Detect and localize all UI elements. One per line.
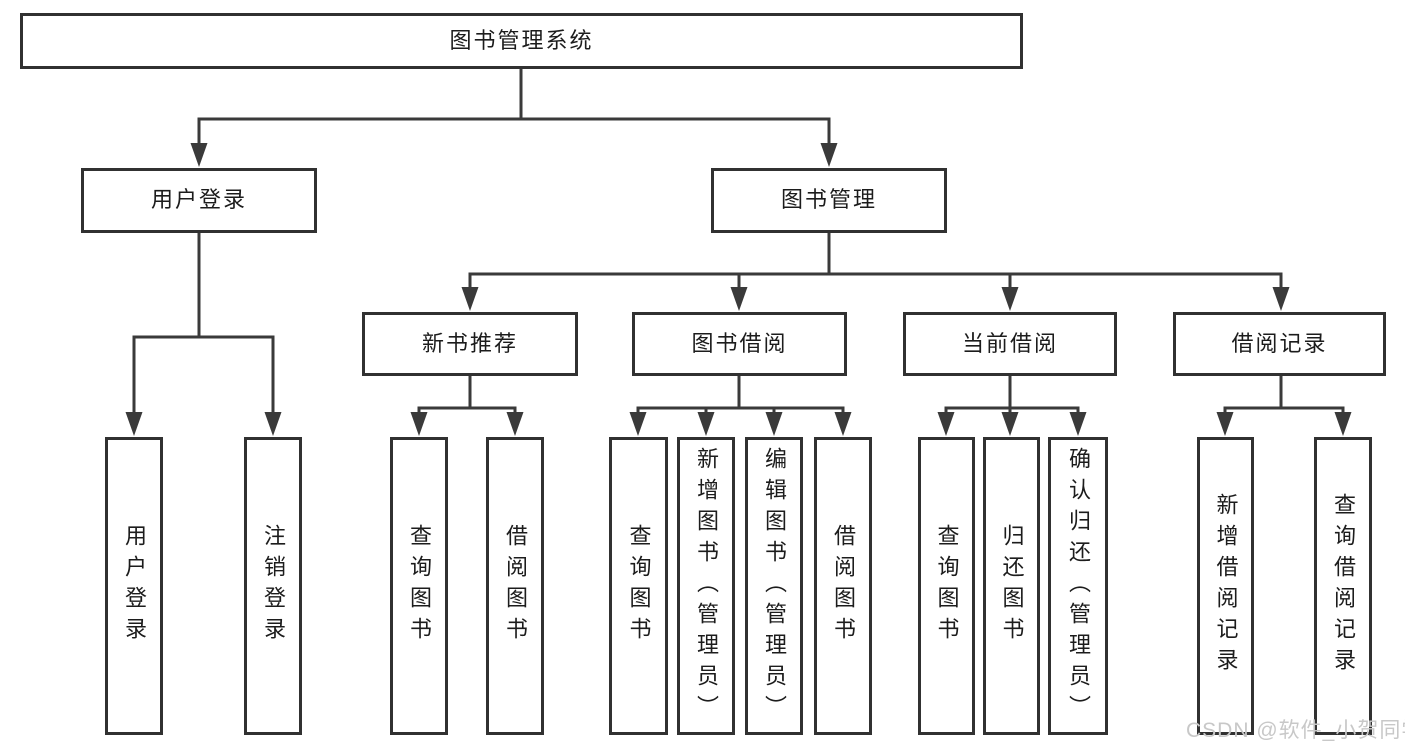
leaf-query-borrow-record-label: 查询借阅记录 [1331,493,1356,679]
connector-root-to-level2 [197,69,831,147]
node-user-login: 用户登录 [81,168,317,233]
node-root-label: 图书管理系统 [449,27,594,53]
node-new-book-recommend-label: 新书推荐 [421,330,518,356]
leaf-add-borrow-record: 新增借阅记录 [1197,437,1254,735]
leaf-borrow-books-recommend: 借阅图书 [486,437,544,735]
leaf-borrow-books-label: 借阅图书 [831,524,856,648]
node-current-borrow-label: 当前借阅 [961,330,1058,356]
arrowhead [629,412,647,436]
arrowhead [1069,412,1087,436]
leaf-query-books-current: 查询图书 [918,437,975,735]
leaf-add-book-admin-label: 新增图书（管理员） [694,446,719,726]
arrowhead [461,287,479,311]
leaf-query-books-borrow-label: 查询图书 [626,524,652,648]
leaf-return-book: 归还图书 [983,437,1040,735]
arrowhead [834,412,852,436]
node-borrow-records: 借阅记录 [1173,312,1386,376]
arrowhead [506,412,524,436]
leaf-edit-book-admin-label: 编辑图书（管理员） [762,446,787,726]
leaf-confirm-return-admin-label: 确认归还（管理员） [1066,446,1091,726]
arrowhead [410,412,428,436]
arrowhead [1334,412,1352,436]
node-new-book-recommend: 新书推荐 [362,312,578,376]
leaf-query-books-current-label: 查询图书 [934,524,960,648]
connector-userlogin-to-leaves [132,233,275,416]
leaf-confirm-return-admin: 确认归还（管理员） [1048,437,1108,735]
connector-bookmgmt-to-level3 [468,233,1283,292]
leaf-user-login: 用户登录 [105,437,163,735]
leaf-logout-label: 注销登录 [261,524,286,648]
node-book-management-label: 图书管理 [780,187,877,213]
connector-newbook-to-leaves [417,376,517,416]
arrowhead [765,412,783,436]
arrowhead [190,143,208,167]
node-borrow-records-label: 借阅记录 [1231,330,1328,356]
connector-currentborrow-to-leaves [944,376,1080,416]
connector-bookborrow-to-leaves [636,376,845,416]
leaf-add-book-admin: 新增图书（管理员） [677,437,735,735]
leaf-logout: 注销登录 [244,437,302,735]
arrowhead [125,412,143,436]
arrowhead [1001,287,1019,311]
leaf-return-book-label: 归还图书 [999,524,1025,648]
leaf-borrow-books: 借阅图书 [814,437,872,735]
csdn-watermark: CSDN @软件_小贺同学 [1186,719,1405,742]
leaf-query-books-recommend: 查询图书 [390,437,448,735]
arrowhead [1001,412,1019,436]
arrowhead [1272,287,1290,311]
node-root: 图书管理系统 [20,13,1023,69]
leaf-user-login-label: 用户登录 [122,524,147,648]
node-book-borrow-label: 图书借阅 [691,330,788,356]
arrowhead [1216,412,1234,436]
leaf-add-borrow-record-label: 新增借阅记录 [1213,493,1239,679]
node-book-borrow: 图书借阅 [632,312,847,376]
leaf-borrow-books-recommend-label: 借阅图书 [503,524,528,648]
node-current-borrow: 当前借阅 [903,312,1117,376]
connector-borrowrecord-to-leaves [1223,376,1345,416]
leaf-query-books-recommend-label: 查询图书 [407,524,432,648]
arrowhead [264,412,282,436]
arrowhead [937,412,955,436]
leaf-edit-book-admin: 编辑图书（管理员） [745,437,803,735]
leaf-query-books-borrow: 查询图书 [609,437,668,735]
leaf-query-borrow-record: 查询借阅记录 [1314,437,1372,735]
arrowhead [820,143,838,167]
arrowhead [730,287,748,311]
arrowhead [697,412,715,436]
node-book-management: 图书管理 [711,168,947,233]
node-user-login-label: 用户登录 [150,187,247,213]
